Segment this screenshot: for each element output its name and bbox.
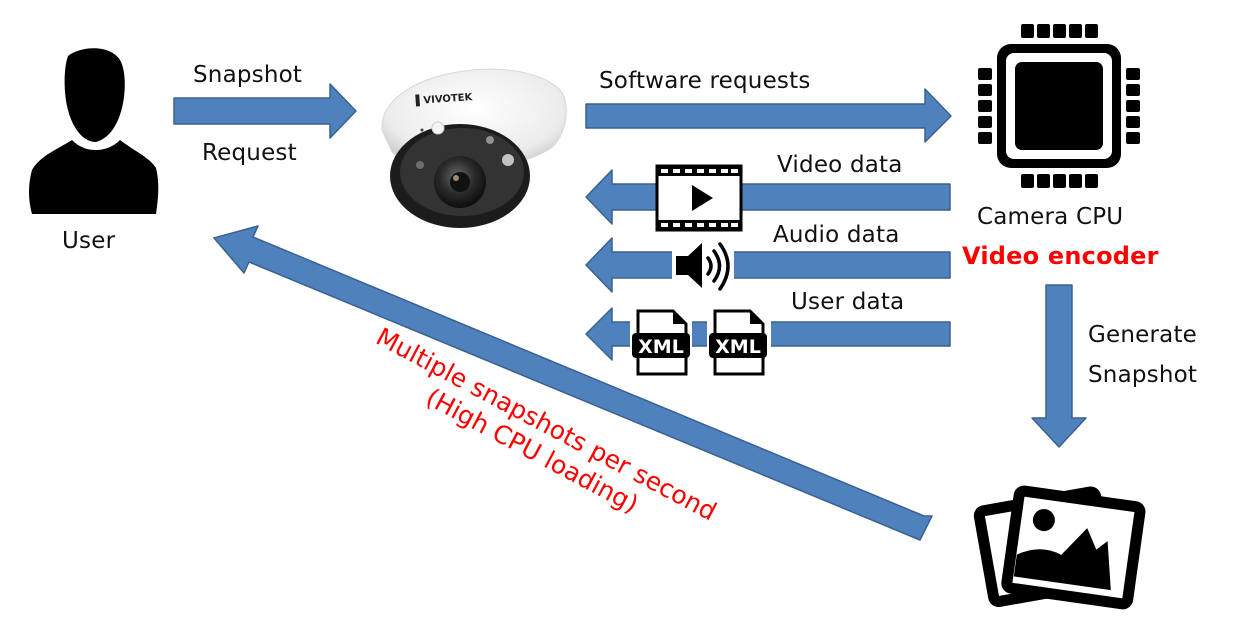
arrow-snapshots-return [213, 225, 933, 541]
arrow-software-requests [585, 88, 952, 143]
snapshot-request-label-bottom: Request [202, 140, 297, 166]
generate-snapshot-label-top: Generate [1088, 322, 1198, 348]
xml-file-icon: XML [630, 308, 692, 376]
dome-camera-image: ▌VIVOTEK [381, 68, 567, 228]
user-silhouette-icon [29, 48, 159, 214]
generate-snapshot-label-bottom: Snapshot [1088, 362, 1198, 388]
arrow-video-data [585, 169, 951, 225]
video-data-label: Video data [777, 152, 903, 178]
xml-file-label: XML [715, 336, 761, 358]
software-requests-label: Software requests [599, 68, 811, 94]
arrow-snapshot-request [173, 83, 357, 139]
cpu-label: Camera CPU [977, 204, 1124, 230]
arrow-audio-data [585, 237, 951, 293]
snapshot-request-label-top: Snapshot [193, 62, 303, 88]
camera-brand-logo: ▌VIVOTEK [414, 90, 474, 107]
arrow-generate-snapshot [1031, 284, 1087, 448]
photo-stack-icon [973, 485, 1146, 610]
video-film-icon [655, 164, 743, 232]
cpu-chip-icon [978, 24, 1140, 188]
xml-file-label: XML [638, 336, 684, 358]
xml-file-icon: XML [707, 308, 771, 376]
audio-data-label: Audio data [773, 222, 900, 248]
cpu-sublabel: Video encoder [962, 242, 1159, 270]
user-label: User [62, 228, 116, 254]
user-data-label: User data [791, 289, 905, 315]
speaker-icon [672, 242, 734, 292]
